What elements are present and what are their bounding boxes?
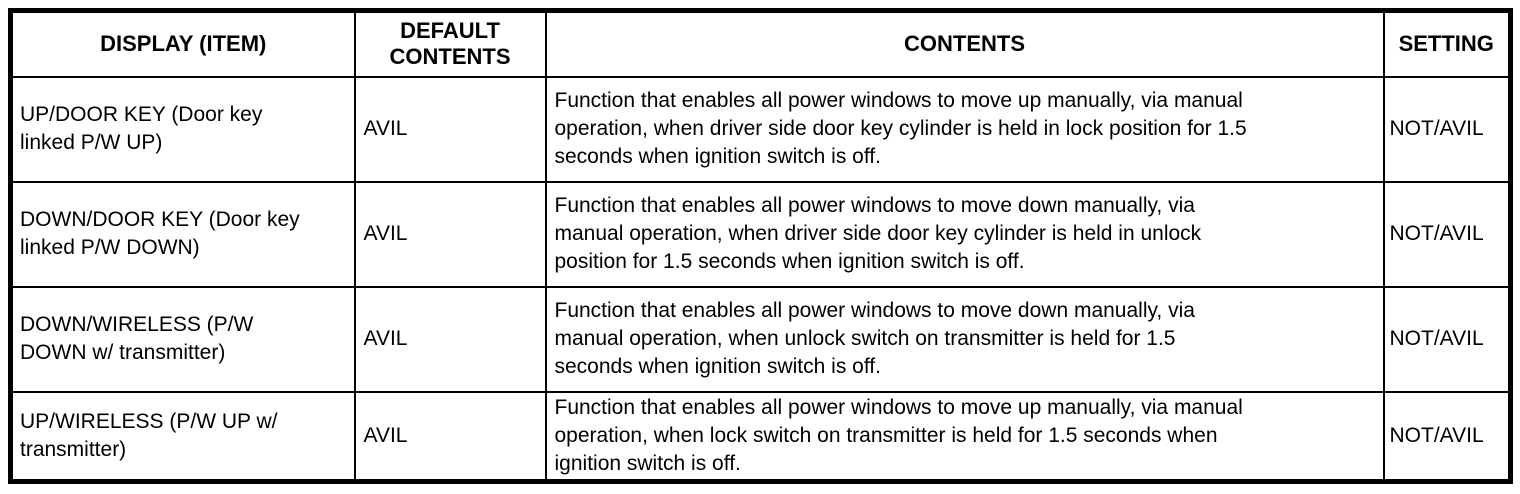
column-header-setting: SETTING [1382,8,1513,78]
display-item-cell: DOWN/DOOR KEY (Door key linked P/W DOWN) [8,180,356,288]
table-body: UP/DOOR KEY (Door key linked P/W UP) AVI… [8,75,1513,484]
default-contents-cell: AVIL [353,285,547,393]
table-row: DOWN/WIRELESS (P/W DOWN w/ transmitter) … [8,285,1513,393]
contents-cell: Function that enables all power windows … [544,75,1385,183]
setting-cell: NOT/AVIL [1382,390,1513,484]
table-header: DISPLAY (ITEM) DEFAULT CONTENTS CONTENTS… [8,8,1513,78]
default-contents-cell: AVIL [353,75,547,183]
header-row: DISPLAY (ITEM) DEFAULT CONTENTS CONTENTS… [8,8,1513,78]
power-window-settings-table: DISPLAY (ITEM) DEFAULT CONTENTS CONTENTS… [8,8,1513,484]
contents-cell: Function that enables all power windows … [544,180,1385,288]
default-contents-cell: AVIL [353,180,547,288]
table-row: UP/WIRELESS (P/W UP w/ transmitter) AVIL… [8,390,1513,484]
contents-cell: Function that enables all power windows … [544,390,1385,484]
setting-cell: NOT/AVIL [1382,180,1513,288]
column-header-default-contents: DEFAULT CONTENTS [353,8,547,78]
table-row: UP/DOOR KEY (Door key linked P/W UP) AVI… [8,75,1513,183]
column-header-display-item: DISPLAY (ITEM) [8,8,356,78]
setting-cell: NOT/AVIL [1382,75,1513,183]
display-item-cell: UP/DOOR KEY (Door key linked P/W UP) [8,75,356,183]
setting-cell: NOT/AVIL [1382,285,1513,393]
contents-cell: Function that enables all power windows … [544,285,1385,393]
table-row: DOWN/DOOR KEY (Door key linked P/W DOWN)… [8,180,1513,288]
default-contents-cell: AVIL [353,390,547,484]
display-item-cell: UP/WIRELESS (P/W UP w/ transmitter) [8,390,356,484]
display-item-cell: DOWN/WIRELESS (P/W DOWN w/ transmitter) [8,285,356,393]
column-header-contents: CONTENTS [544,8,1385,78]
